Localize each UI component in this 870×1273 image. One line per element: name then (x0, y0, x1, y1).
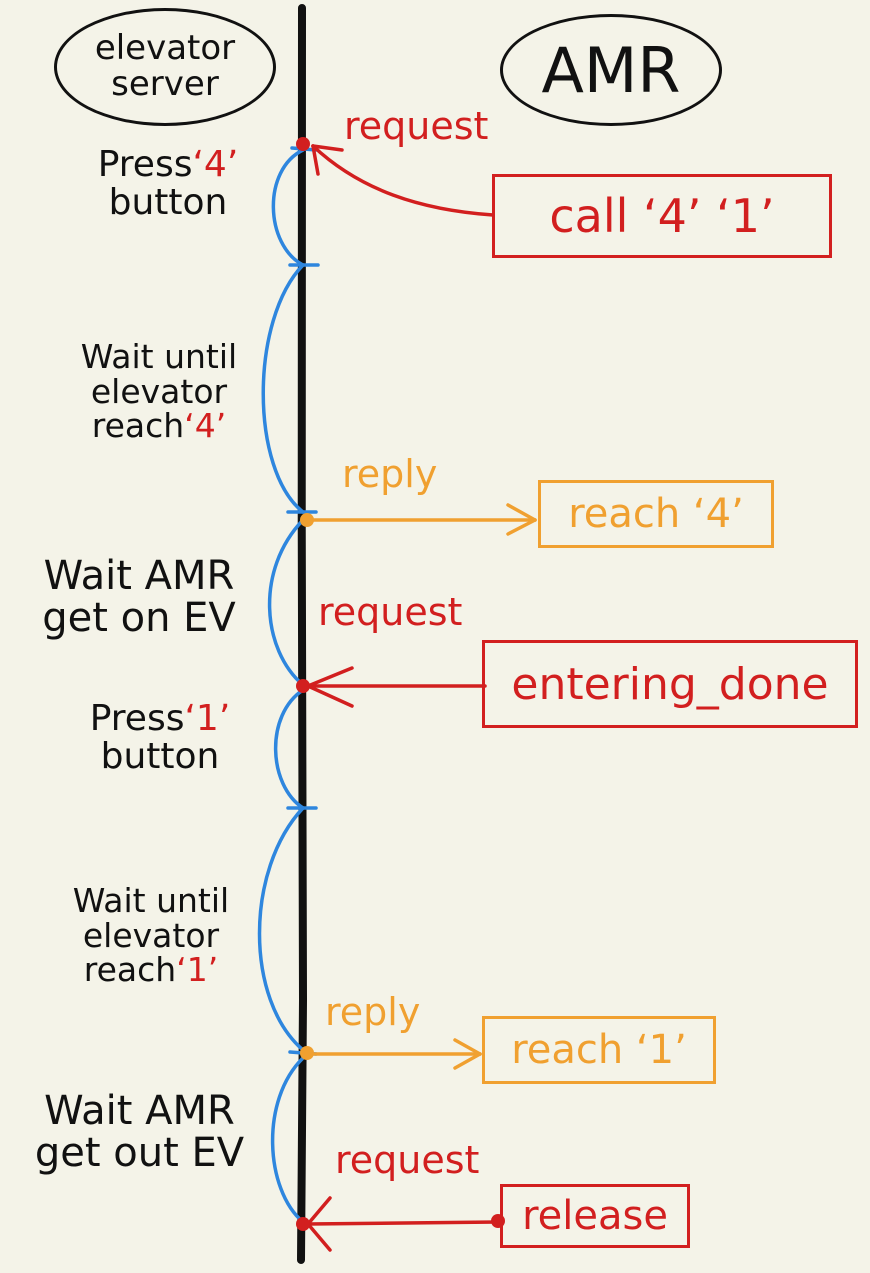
reply-dot-reach-4 (300, 513, 314, 527)
interval-arc-wait-get-on (267, 518, 305, 687)
step-press-1-text: Press (89, 698, 185, 739)
interval-arc-wait-get-out (270, 1056, 305, 1224)
step-wait-until-4-line1: Wait until (80, 337, 238, 376)
request-arrow-entering-done (306, 666, 487, 708)
interval-arc-press-4 (271, 148, 305, 267)
message-label-request-2: request (318, 590, 463, 634)
reply-arrow-reach-1 (305, 1038, 482, 1070)
step-wait-until-1-line1: Wait until (72, 881, 230, 920)
step-wait-until-1-line2: elevator (82, 915, 220, 955)
message-box-entering-done: entering_done (482, 640, 858, 728)
amr-actor: AMR (500, 14, 722, 126)
step-wait-until-4-line2: elevator (90, 371, 228, 411)
lifeline (297, 4, 308, 1264)
amr-label: AMR (541, 33, 681, 107)
message-label-reply-2: reply (325, 990, 421, 1034)
message-label-request-3: request (335, 1138, 480, 1182)
reply-arrow-reach-4 (305, 503, 537, 536)
step-wait-until-4-floor: ‘4’ (184, 406, 227, 446)
step-wait-get-out: Wait AMR get out EV (12, 1090, 267, 1174)
elevator-server-actor: elevator server (54, 8, 276, 126)
request-dot-call (296, 137, 310, 151)
interval-arc-wait-4 (261, 263, 305, 514)
step-wait-get-out-line2: get out EV (34, 1130, 245, 1176)
step-press-1-line2: button (100, 735, 220, 777)
step-wait-until-1-floor: ‘1’ (176, 950, 219, 990)
step-wait-get-out-line1: Wait AMR (44, 1088, 235, 1134)
step-wait-get-on: Wait AMR get on EV (14, 555, 264, 639)
step-press-1: Press‘1’ button (70, 700, 250, 776)
reply-dot-reach-1 (300, 1046, 314, 1060)
step-wait-until-4-line3: reach (91, 406, 185, 446)
request-arrow-call (311, 144, 495, 217)
interval-arc-wait-1 (257, 806, 305, 1052)
message-label-request-1: request (344, 104, 489, 148)
step-press-4-floor: ‘4’ (192, 144, 239, 185)
step-press-4: Press‘4’ button (78, 146, 258, 222)
step-wait-get-on-line1: Wait AMR (43, 553, 235, 599)
message-box-release: release (500, 1184, 690, 1248)
step-press-1-floor: ‘1’ (184, 698, 231, 739)
step-press-4-text: Press (97, 144, 193, 185)
message-box-call: call ‘4’ ‘1’ (492, 174, 832, 258)
step-wait-get-on-line2: get on EV (42, 595, 236, 641)
step-wait-until-1-line3: reach (83, 950, 177, 990)
elevator-server-label-line2: server (111, 64, 219, 104)
step-press-4-line2: button (108, 181, 228, 223)
step-wait-until-1: Wait until elevator reach‘1’ (56, 881, 246, 990)
message-label-reply-1: reply (342, 452, 438, 496)
step-wait-until-4: Wait until elevator reach‘4’ (64, 337, 254, 446)
request-arrow-release (306, 1196, 500, 1252)
request-dot-entering-done (296, 679, 310, 693)
message-box-reach-1: reach ‘1’ (482, 1016, 716, 1084)
message-box-reach-4: reach ‘4’ (538, 480, 774, 548)
interval-arc-press-1 (273, 688, 305, 810)
elevator-server-label-line1: elevator (94, 28, 236, 69)
request-dot-release (296, 1217, 310, 1231)
